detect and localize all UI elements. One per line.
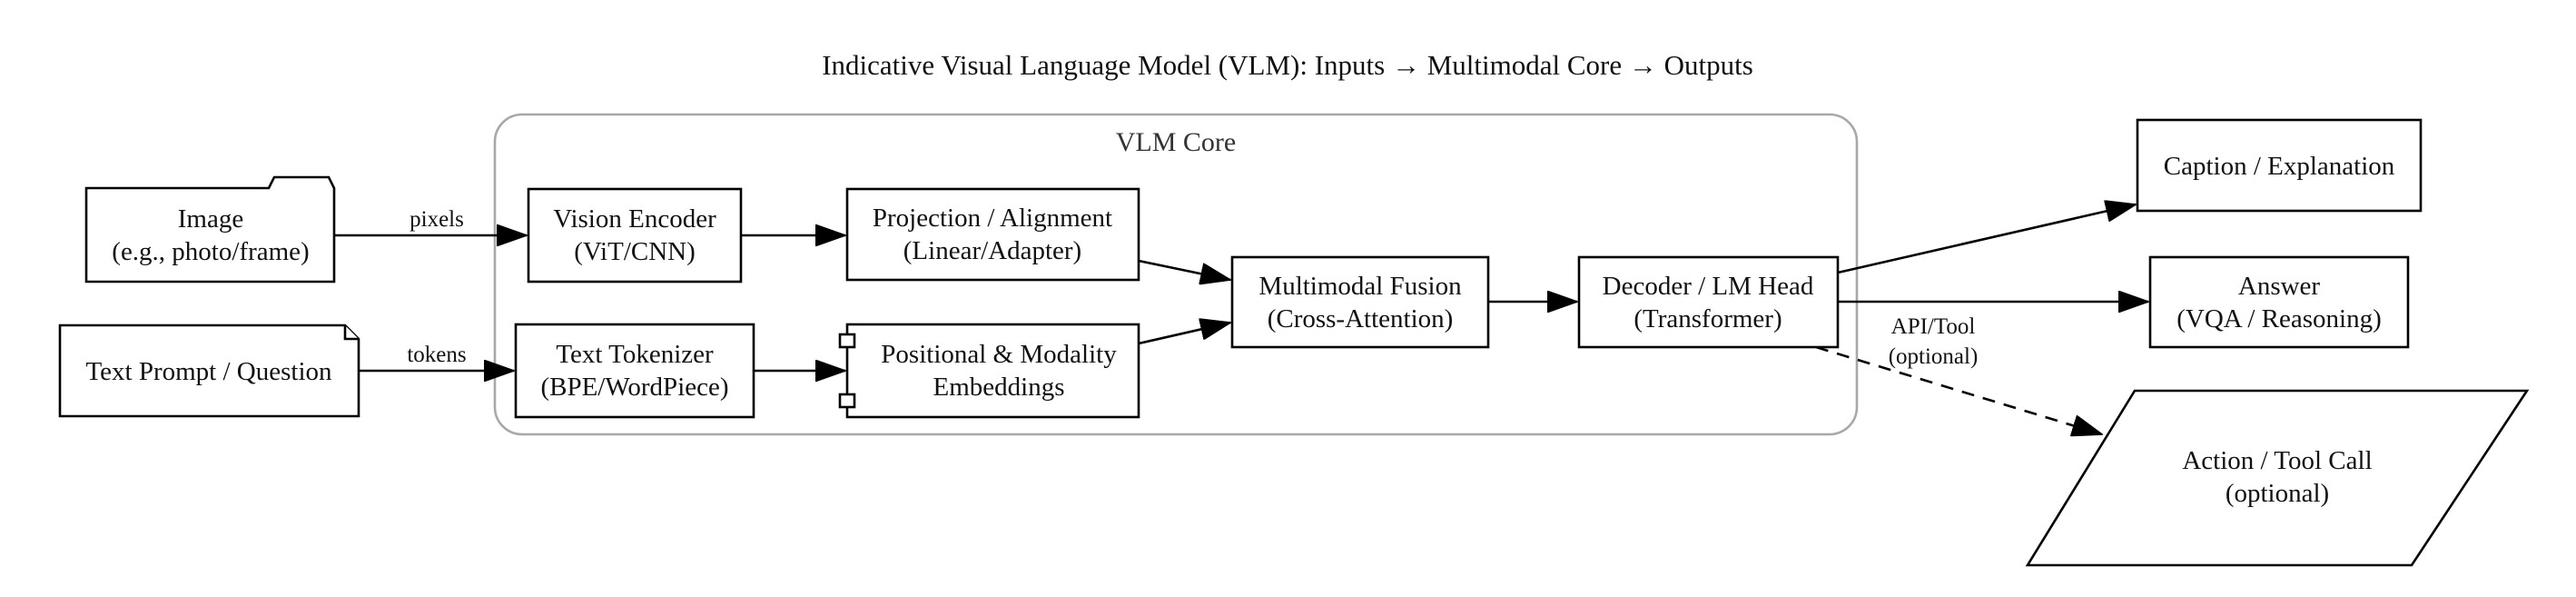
node-text-tokenizer-label: Text Tokenizer (556, 340, 714, 369)
node-text-prompt-shape (58, 323, 360, 418)
node-positional-embeddings-sublabel: Embeddings (933, 373, 1065, 402)
node-vision-encoder-shape (527, 187, 743, 284)
node-caption: Caption / Explanation (2136, 118, 2423, 213)
node-multimodal-fusion-shape (1230, 255, 1490, 349)
node-multimodal-fusion: Multimodal Fusion (Cross-Attention) (1230, 255, 1490, 349)
node-positional-embeddings-tab-bottom (838, 393, 856, 409)
node-projection-alignment-label: Projection / Alignment (873, 204, 1112, 233)
edge-decoder-to-caption (1837, 204, 2136, 274)
node-answer-sublabel: (VQA / Reasoning) (2176, 304, 2382, 333)
node-image: Image (e.g., photo/frame) (84, 175, 336, 284)
node-multimodal-fusion-label: Multimodal Fusion (1258, 272, 1462, 301)
node-projection-alignment-shape (845, 187, 1140, 282)
node-projection-alignment: Projection / Alignment (Linear/Adapter) (845, 187, 1140, 282)
node-decoder-lm-head-sublabel: (Transformer) (1633, 304, 1781, 333)
node-action-tool-call-sublabel: (optional) (2226, 479, 2329, 508)
node-text-prompt-label: Text Prompt / Question (85, 357, 332, 386)
node-action-tool-call: Action / Tool Call (optional) (2025, 389, 2530, 567)
edge-label-tokens: tokens (407, 343, 466, 367)
edges: pixels tokens API/Tool (optional) (334, 204, 2148, 434)
node-projection-alignment-sublabel: (Linear/Adapter) (903, 236, 1081, 265)
node-answer: Answer (VQA / Reasoning) (2148, 255, 2410, 349)
node-vision-encoder-label: Vision Encoder (553, 204, 716, 234)
node-caption-label: Caption / Explanation (2164, 152, 2395, 181)
node-text-tokenizer: Text Tokenizer (BPE/WordPiece) (514, 323, 755, 419)
node-positional-embeddings: Positional & Modality Embeddings (838, 323, 1140, 419)
edge-decoder-to-action (1815, 345, 2102, 434)
edge-label-pixels: pixels (410, 207, 464, 232)
node-vision-encoder-sublabel: (ViT/CNN) (574, 237, 696, 266)
node-image-label: Image (178, 204, 243, 234)
vlm-core-cluster-border (493, 113, 1859, 436)
vlm-core-cluster-label: VLM Core (1116, 127, 1236, 157)
node-answer-label: Answer (2238, 272, 2321, 301)
vlm-core-cluster: VLM Core (493, 113, 1859, 436)
node-text-tokenizer-shape (514, 323, 755, 419)
node-decoder-lm-head: Decoder / LM Head (Transformer) (1577, 255, 1840, 349)
node-text-prompt: Text Prompt / Question (58, 323, 360, 418)
node-action-tool-call-shape (2025, 389, 2530, 567)
edge-label-api-tool-optional: (optional) (1889, 344, 1979, 369)
node-action-tool-call-label: Action / Tool Call (2182, 446, 2372, 475)
edge-label-api-tool: API/Tool (1891, 314, 1976, 339)
node-answer-shape (2148, 255, 2410, 349)
edge-projection-to-fusion (1138, 259, 1230, 280)
node-positional-embeddings-tab-top (838, 333, 856, 349)
node-positional-embeddings-shape (845, 323, 1140, 419)
node-vision-encoder: Vision Encoder (ViT/CNN) (527, 187, 743, 284)
node-image-shape (84, 175, 336, 284)
node-decoder-lm-head-label: Decoder / LM Head (1603, 272, 1814, 301)
node-decoder-lm-head-shape (1577, 255, 1840, 349)
edge-positional-to-fusion (1138, 323, 1230, 345)
node-image-sublabel: (e.g., photo/frame) (112, 237, 309, 266)
node-caption-shape (2136, 118, 2423, 213)
node-text-prompt-fold (343, 325, 359, 341)
diagram-title: Indicative Visual Language Model (VLM): … (822, 49, 1753, 81)
node-multimodal-fusion-sublabel: (Cross-Attention) (1268, 304, 1454, 333)
node-positional-embeddings-label: Positional & Modality (881, 340, 1117, 369)
node-text-tokenizer-sublabel: (BPE/WordPiece) (540, 373, 728, 402)
